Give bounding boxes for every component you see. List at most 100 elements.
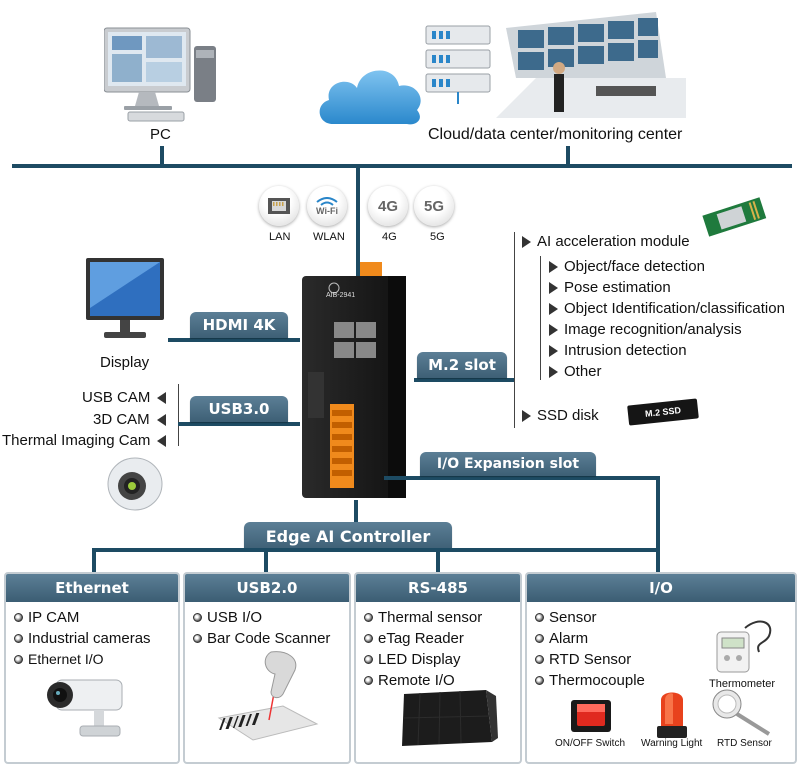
bullet-icon [364, 676, 373, 685]
warning-light-icon [655, 686, 689, 740]
3d-cam-arrow-icon [157, 414, 166, 426]
dome-camera-icon [106, 452, 164, 512]
network-backbone-line [12, 164, 792, 168]
lan-icon [259, 186, 299, 226]
io-expansion-tab: I/O Expansion slot [420, 452, 596, 476]
list-item: Ethernet I/O [14, 649, 178, 670]
ai-item-5: Intrusion detection [549, 342, 687, 359]
4g-label: 4G [382, 231, 397, 243]
thermal-cam-arrow-icon [157, 435, 166, 447]
pc-label: PC [150, 126, 171, 143]
usb3-tab: USB3.0 [190, 396, 288, 422]
bullet-icon [364, 613, 373, 622]
bullet-icon [14, 613, 23, 622]
list-item: Thermal sensor [364, 607, 520, 628]
usb2-panel-title: USB2.0 [185, 574, 349, 602]
server-rack-icon [424, 24, 494, 104]
list-item: IP CAM [14, 607, 178, 628]
list-item-text: eTag Reader [378, 630, 464, 647]
3d-cam-label: 3D CAM [93, 411, 150, 428]
ssd-card-text: M.2 SSD [644, 405, 682, 419]
list-item: eTag Reader [364, 628, 520, 649]
rs485-panel: RS-485 Thermal sensor eTag Reader LED Di… [354, 572, 522, 764]
ai-module-label: AI acceleration module [522, 233, 690, 250]
list-item: RTD Sensor [535, 649, 795, 670]
bullet-icon [364, 655, 373, 664]
edge-ai-controller-device [298, 262, 416, 502]
ai-module-arrow-icon [522, 236, 531, 249]
pc-icon [103, 26, 222, 124]
ethernet-panel-title: Ethernet [6, 574, 178, 602]
ssd-card-icon: M.2 SSD [626, 396, 700, 428]
list-item: LED Display [364, 649, 520, 670]
list-item-text: Ethernet I/O [28, 651, 104, 667]
usb2-drop-line [264, 548, 268, 574]
ai-item-4: Image recognition/analysis [549, 321, 742, 338]
ai-item-1: Object/face detection [549, 258, 705, 275]
usb-cam-arrow-icon [157, 392, 166, 404]
4g-icon: 4G [368, 186, 408, 226]
bullet-icon [14, 655, 23, 664]
ai-item-text: Pose estimation [564, 279, 671, 296]
5g-label: 5G [430, 231, 445, 243]
cam-bracket-line [178, 384, 179, 446]
list-item-text: RTD Sensor [549, 651, 632, 668]
thermometer-label: Thermometer [709, 678, 776, 690]
on-off-switch-label: ON/OFF Switch [555, 738, 626, 749]
ai-item-arrow-icon [549, 261, 558, 274]
list-item: Alarm [535, 628, 795, 649]
ai-item-text: Object Identification/classification [564, 300, 785, 317]
list-item-text: Thermal sensor [378, 609, 483, 626]
io-panel: I/O Sensor Alarm RTD Sensor Thermocouple… [525, 572, 797, 764]
ssd-text: SSD disk [537, 407, 599, 424]
display-label: Display [100, 354, 150, 371]
io-expansion-drop-line [656, 476, 660, 574]
list-item: Industrial cameras [14, 628, 178, 649]
m2-line [414, 378, 514, 382]
bullet-icon [535, 655, 544, 664]
list-item-text: IP CAM [28, 609, 80, 626]
ai-item-text: Other [564, 363, 602, 380]
ai-item-arrow-icon [549, 345, 558, 358]
list-item-text: Alarm [549, 630, 589, 647]
5g-icon: 5G [414, 186, 454, 226]
ethernet-panel: Ethernet IP CAM Industrial cameras Ether… [4, 572, 180, 764]
ai-item-arrow-icon [549, 324, 558, 337]
thermometer-icon [715, 612, 779, 682]
monitoring-center-image [496, 8, 686, 120]
controller-bus-line [92, 548, 660, 552]
ai-item-3: Object Identification/classification [549, 300, 785, 317]
bullet-icon [535, 634, 544, 643]
cloud-icon [315, 58, 425, 128]
display-monitor-icon [86, 258, 166, 344]
wifi-icon: Wi-Fi [307, 186, 347, 226]
ai-module-card-icon [700, 192, 768, 240]
rtd-sensor-label: RTD Sensor [717, 738, 772, 749]
cloud-label: Cloud/data center/monitoring center [428, 126, 683, 143]
on-off-switch-icon [567, 692, 615, 736]
list-item: Sensor [535, 607, 795, 628]
ai-item-arrow-icon [549, 366, 558, 379]
bullet-icon [14, 634, 23, 643]
usb-cam-label: USB CAM [82, 389, 151, 406]
ssd-label: SSD disk [522, 407, 599, 424]
list-item: Bar Code Scanner [193, 628, 349, 649]
hdmi-4k-tab: HDMI 4K [190, 312, 288, 338]
ai-item-text: Image recognition/analysis [564, 321, 742, 338]
bullet-icon [535, 676, 544, 685]
bullet-icon [193, 613, 202, 622]
lan-label: LAN [269, 231, 291, 243]
ethernet-drop-line [92, 548, 96, 574]
led-display-panel-icon [400, 688, 500, 748]
barcode-scanner-icon [213, 648, 323, 748]
list-item-text: Sensor [549, 609, 597, 626]
m2-slot-tab: M.2 slot [417, 352, 507, 378]
bullet-icon [535, 613, 544, 622]
wifi-icon-text: Wi-Fi [316, 205, 338, 216]
list-item-text: Industrial cameras [28, 630, 151, 647]
rs485-panel-title: RS-485 [356, 574, 520, 602]
ai-item-2: Pose estimation [549, 279, 671, 296]
device-model-label: AIB-2941 [326, 292, 356, 299]
list-item-text: USB I/O [207, 609, 263, 626]
edge-ai-controller-tab: Edge AI Controller [244, 522, 452, 550]
